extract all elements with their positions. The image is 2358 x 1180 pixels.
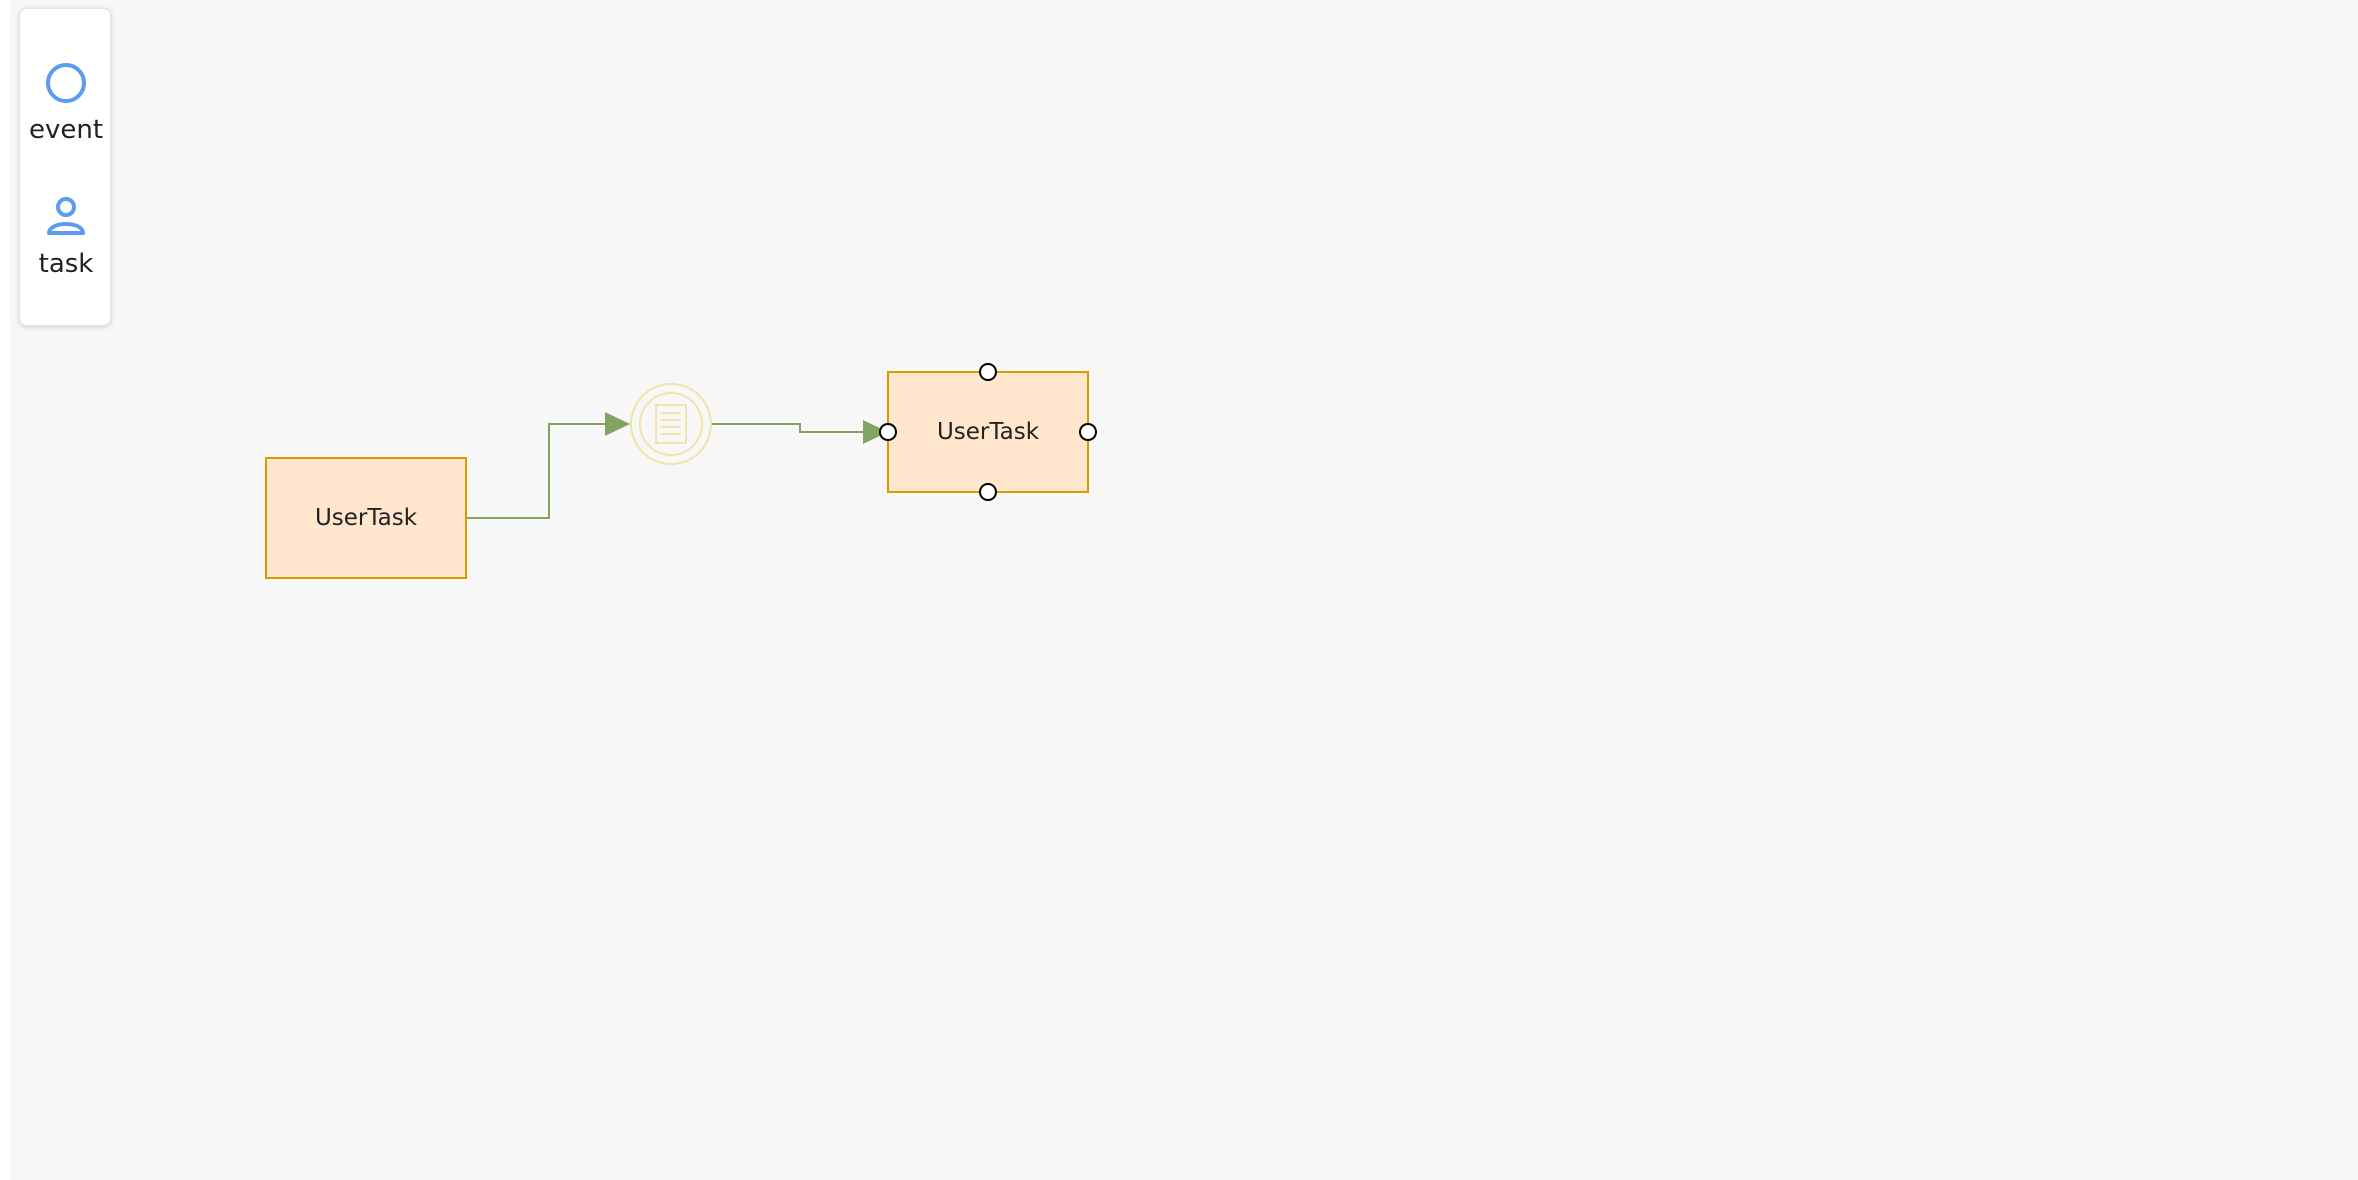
connection-handle-top[interactable] — [979, 363, 997, 381]
user-task-icon — [47, 197, 85, 235]
sequence-flow-1[interactable] — [467, 412, 630, 519]
user-task-node[interactable]: UserTask — [265, 457, 467, 579]
connection-handle-bottom[interactable] — [979, 483, 997, 501]
user-task-label: UserTask — [937, 419, 1040, 445]
connection-handle-right[interactable] — [1079, 423, 1097, 441]
diagram-canvas[interactable] — [10, 0, 2358, 1180]
conditional-event-node[interactable] — [630, 383, 712, 465]
sequence-flow-2[interactable] — [712, 420, 888, 444]
user-task-node-selected[interactable]: UserTask — [879, 363, 1097, 501]
shape-palette: event task — [19, 8, 111, 326]
palette-item-task[interactable]: task — [20, 195, 112, 279]
arrowhead-icon — [863, 420, 888, 444]
user-task-label: UserTask — [315, 505, 418, 531]
palette-item-label: event — [28, 115, 104, 145]
palette-item-event[interactable]: event — [20, 61, 112, 145]
connection-handle-left[interactable] — [879, 423, 897, 441]
document-condition-icon — [655, 404, 687, 444]
palette-item-label: task — [38, 249, 94, 279]
arrowhead-icon — [605, 412, 630, 436]
circle-event-icon — [46, 63, 86, 103]
